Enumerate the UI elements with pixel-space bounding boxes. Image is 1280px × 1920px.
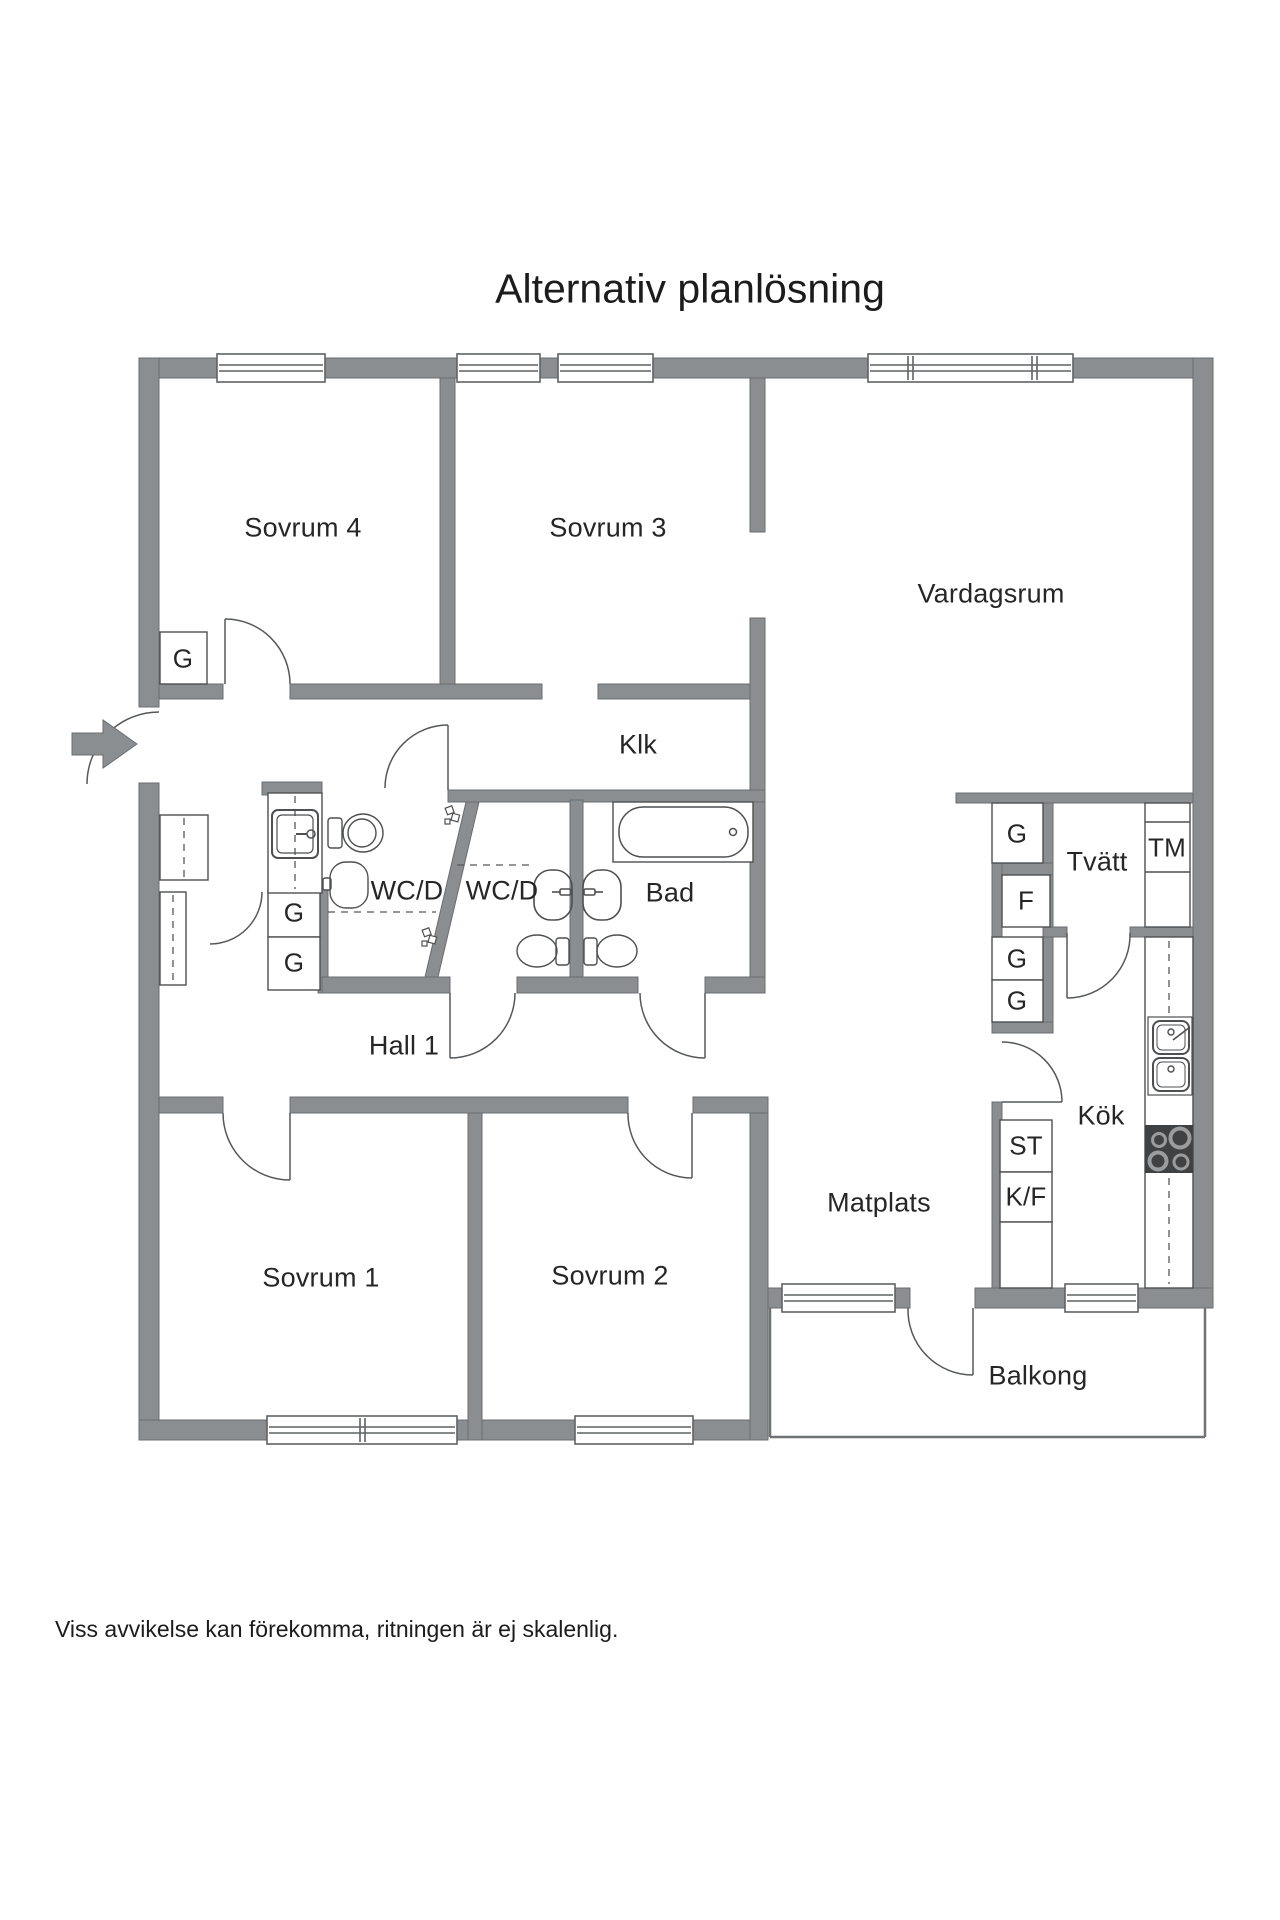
window-kok-bottom bbox=[1064, 1283, 1139, 1313]
dashed-line-layer bbox=[172, 796, 1170, 1284]
wall-hall-bottom-c bbox=[692, 1096, 769, 1114]
appliance-label-st: ST bbox=[1009, 1130, 1043, 1161]
window-vardagsrum-top bbox=[867, 353, 1074, 383]
page-title: Alternativ planlösning bbox=[495, 265, 885, 312]
room-label-bad: Bad bbox=[645, 877, 695, 908]
room-label-tvatt: Tvätt bbox=[1066, 846, 1128, 877]
door-balkong bbox=[907, 1307, 974, 1376]
closet-label-g-kitchen-bottom: G bbox=[1006, 985, 1028, 1016]
cabinet-tm-column bbox=[1144, 802, 1191, 928]
door-kok bbox=[1001, 1041, 1063, 1103]
wall-wcd-diagonal bbox=[424, 801, 480, 978]
room-label-kok: Kök bbox=[1077, 1100, 1125, 1131]
room-label-sovrum4: Sovrum 4 bbox=[244, 512, 362, 543]
wall-gg-east bbox=[1042, 936, 1054, 1034]
door-hall-closet bbox=[209, 891, 263, 945]
wall-exterior-left-upper bbox=[138, 357, 160, 708]
shower-mixer-icons bbox=[421, 805, 461, 947]
room-label-wcd2: WC/D bbox=[465, 875, 539, 906]
door-sovrum2 bbox=[627, 1112, 693, 1179]
wall-exterior-right bbox=[1192, 357, 1214, 1309]
room-label-vardagsrum: Vardagsrum bbox=[917, 578, 1065, 609]
door-layer bbox=[86, 618, 1131, 1376]
closet-label-g-laundry: G bbox=[1006, 818, 1028, 849]
door-sovrum1 bbox=[222, 1112, 291, 1181]
wall-sovrum4-sovrum3 bbox=[439, 377, 456, 685]
door-wcd2 bbox=[449, 992, 516, 1059]
wall-sovrum1-sovrum2 bbox=[467, 1112, 483, 1441]
wall-gg-bottom bbox=[991, 1021, 1054, 1034]
door-tvatt bbox=[1066, 932, 1131, 999]
wall-wcd-bottom-b bbox=[516, 976, 639, 994]
wcd2-toilet-icon bbox=[516, 934, 570, 968]
cabinet-below-kf bbox=[999, 1221, 1053, 1289]
bathtub-icon bbox=[618, 806, 749, 858]
room-label-hall1: Hall 1 bbox=[368, 1030, 440, 1061]
wall-tvatt-bottom-a bbox=[1042, 926, 1068, 938]
wcd1-toilet-icon bbox=[327, 813, 384, 853]
cabinet-st bbox=[999, 1119, 1053, 1173]
wall-wcd-bottom-a bbox=[321, 976, 451, 994]
room-label-sovrum3: Sovrum 3 bbox=[549, 512, 667, 543]
closet-box-g-sovrum4 bbox=[159, 631, 208, 685]
window-sovrum3-top-1 bbox=[456, 353, 541, 383]
wall-sovrum2-right bbox=[749, 1112, 769, 1441]
wall-f-west bbox=[991, 862, 1003, 938]
room-label-sovrum2: Sovrum 2 bbox=[551, 1260, 669, 1291]
window-sovrum2-bottom bbox=[574, 1415, 694, 1445]
room-label-klk: Klk bbox=[618, 729, 658, 760]
wcd1-basin-icon bbox=[322, 861, 369, 909]
window-sovrum4-top bbox=[216, 353, 326, 383]
appliance-label-kf: K/F bbox=[1005, 1181, 1047, 1212]
door-wcd1 bbox=[384, 724, 449, 790]
door-bad bbox=[639, 992, 706, 1059]
entry-arrow-icon bbox=[71, 719, 138, 769]
wall-hall-bottom-b bbox=[289, 1096, 629, 1114]
window-sovrum1-bottom bbox=[266, 1415, 458, 1445]
wall-tvatt-bottom-b bbox=[1129, 926, 1194, 938]
wall-bad-bottom bbox=[704, 976, 766, 994]
bad-basin-icon bbox=[582, 869, 622, 921]
wcd1-sink-icon bbox=[271, 809, 319, 859]
wall-corridor-top-c bbox=[597, 683, 753, 700]
closet-label-f: F bbox=[1017, 885, 1035, 916]
room-label-wcd1: WC/D bbox=[370, 875, 444, 906]
wall-corridor-top-b bbox=[289, 683, 543, 700]
closet-box-g-hall-bottom bbox=[267, 936, 321, 991]
window-layer bbox=[216, 353, 1139, 1445]
appliance-label-tm: TM bbox=[1148, 832, 1186, 863]
closet-label-g-kitchen-top: G bbox=[1006, 943, 1028, 974]
wall-sovrum3-vardagsrum-upper bbox=[749, 377, 766, 533]
room-label-balkong: Balkong bbox=[988, 1360, 1088, 1391]
window-matplats-bottom bbox=[781, 1283, 896, 1313]
balcony-outline bbox=[768, 1308, 1207, 1439]
bathtub-platform bbox=[612, 801, 754, 863]
wall-hall-bottom-a bbox=[158, 1096, 224, 1114]
bad-toilet-icon bbox=[583, 934, 638, 968]
closet-box-f bbox=[1001, 874, 1051, 928]
wall-klk-bottom bbox=[447, 789, 766, 803]
room-label-sovrum1: Sovrum 1 bbox=[262, 1262, 380, 1293]
wcd2-basin-icon bbox=[533, 869, 573, 921]
closet-box-g-laundry bbox=[991, 802, 1044, 864]
door-sovrum4 bbox=[224, 618, 291, 685]
disclaimer-text: Viss avvikelse kan förekomma, ritningen … bbox=[55, 1616, 619, 1642]
closet-label-g-sovrum4: G bbox=[172, 643, 194, 674]
closet-box-g-kitchen-bottom bbox=[991, 979, 1044, 1023]
window-sovrum3-top-2 bbox=[557, 353, 654, 383]
stove-icon bbox=[1145, 1125, 1193, 1173]
room-label-matplats: Matplats bbox=[827, 1187, 931, 1218]
wall-exterior-left-lower bbox=[138, 782, 160, 1441]
closet-label-g-hall-bottom: G bbox=[283, 947, 305, 978]
closet-box-g-hall-top bbox=[267, 889, 321, 938]
wall-corridor-top-a bbox=[158, 683, 224, 700]
closet-label-g-hall-top: G bbox=[283, 897, 305, 928]
fixture-layer bbox=[271, 805, 1193, 1173]
wall-tvatt-top bbox=[955, 792, 1194, 804]
kitchen-sink-icon bbox=[1147, 1016, 1193, 1096]
